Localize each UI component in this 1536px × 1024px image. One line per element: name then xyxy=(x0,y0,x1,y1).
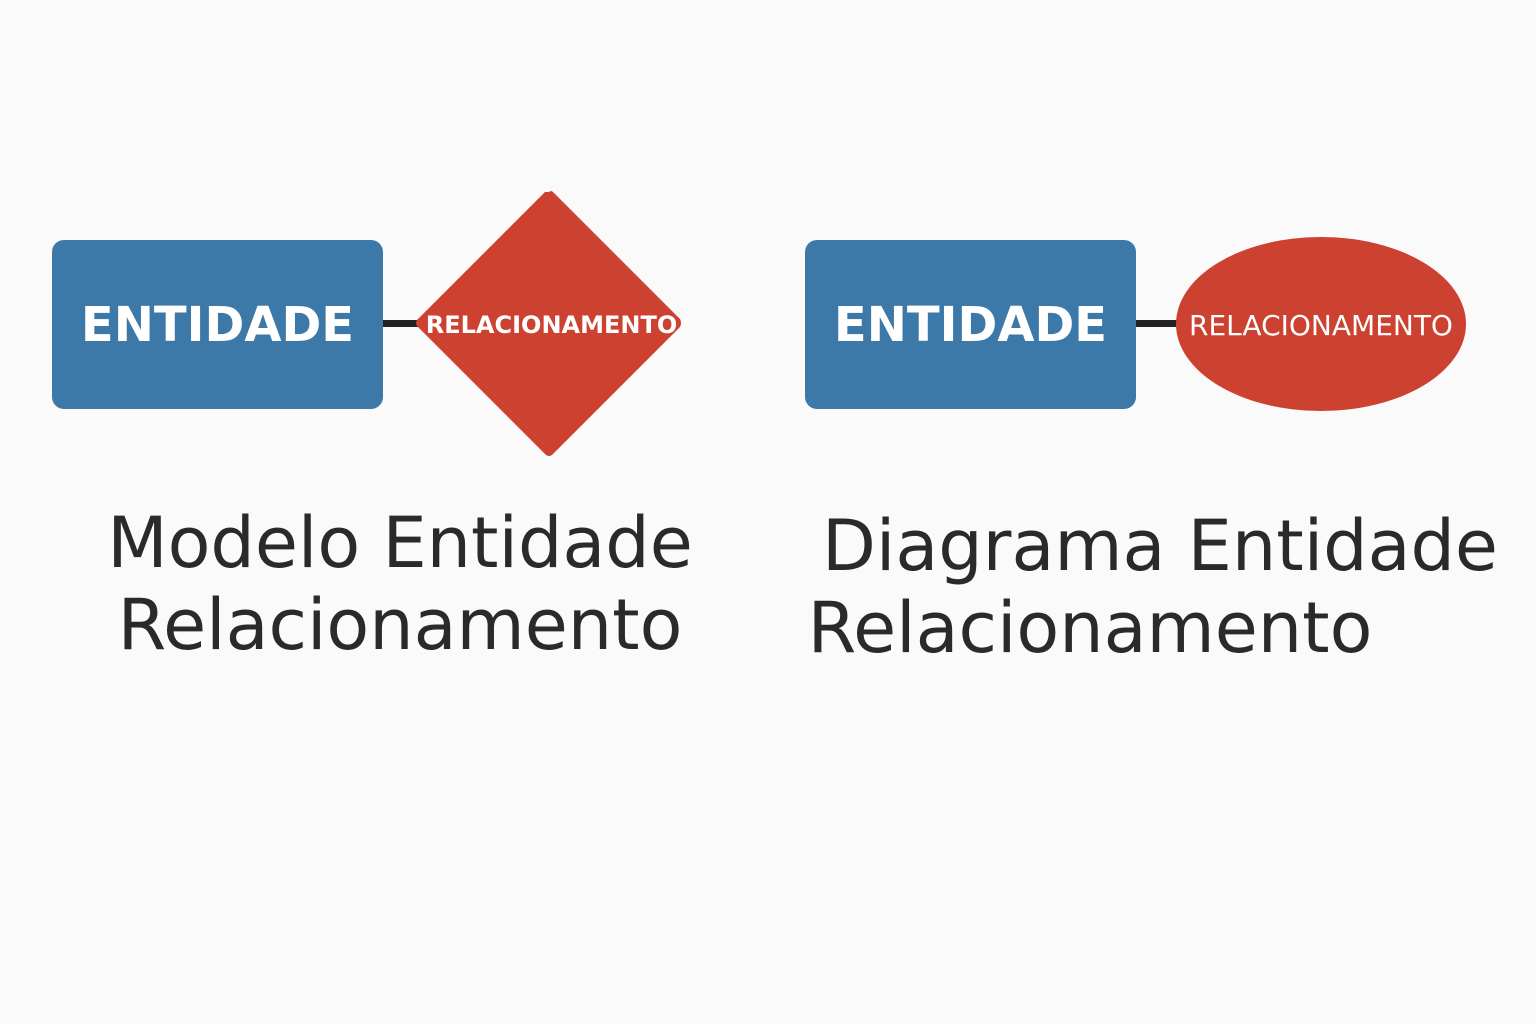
right-connector-line xyxy=(1136,320,1181,327)
left-relationship-diamond xyxy=(416,191,681,456)
right-title-line2: Relacionamento xyxy=(807,587,1373,669)
left-entity-box: ENTIDADE xyxy=(52,240,383,409)
left-title: Modelo Entidade Relacionamento xyxy=(60,502,740,666)
right-relationship-ellipse xyxy=(1176,237,1466,411)
right-title-line1: Diagrama Entidade xyxy=(821,505,1498,587)
left-title-line2: Relacionamento xyxy=(117,584,683,666)
left-relationship-label: RELACIONAMENTO xyxy=(425,311,678,339)
left-connector-line xyxy=(383,320,423,327)
left-title-line1: Modelo Entidade xyxy=(107,502,693,584)
left-entity-label: ENTIDADE xyxy=(80,296,355,353)
right-entity-label: ENTIDADE xyxy=(833,296,1108,353)
right-relationship-label: RELACIONAMENTO xyxy=(1189,308,1453,342)
right-entity-box: ENTIDADE xyxy=(805,240,1136,409)
right-title: Diagrama Entidade Relacionamento xyxy=(808,505,1500,669)
